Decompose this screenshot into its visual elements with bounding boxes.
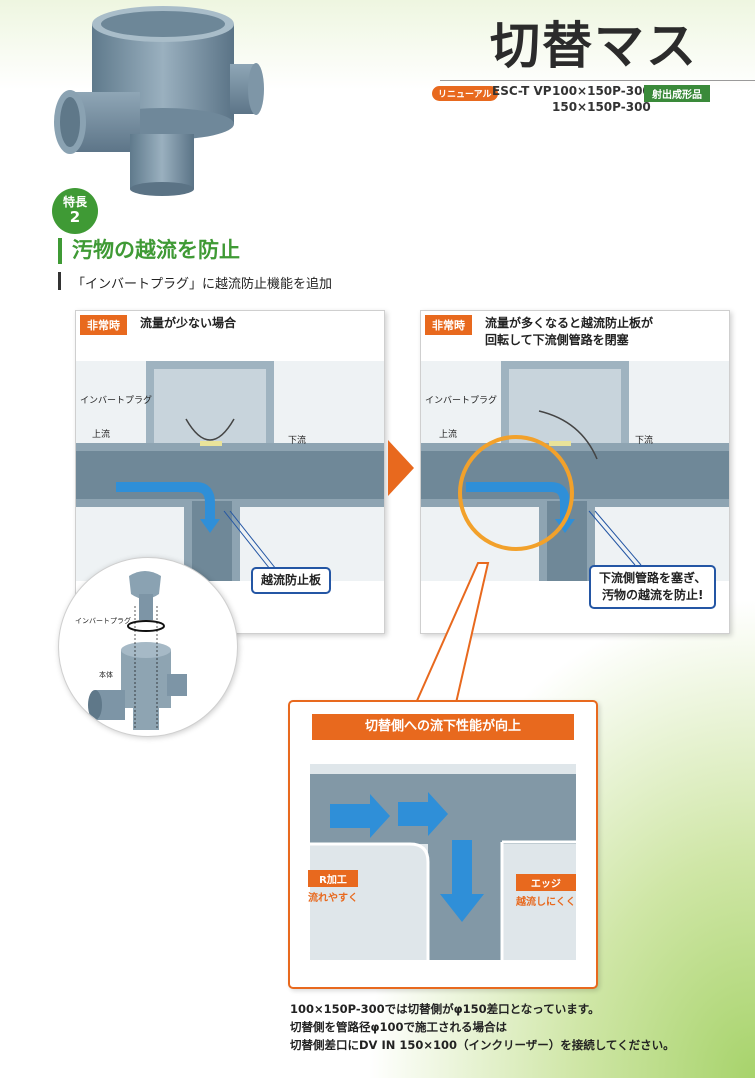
renewal-badge: リニューアル: [432, 86, 498, 101]
right-callout-line2: 汚物の越流を防止!: [601, 588, 704, 602]
right-label-downstream: 下流: [635, 436, 654, 446]
right-label-plug: インバートプラグ: [425, 396, 498, 406]
product-photo: [54, 6, 264, 196]
edge-badge: エッジ: [516, 874, 576, 891]
panel-right-caption-line1: 流量が多くなると越流防止板が: [485, 316, 654, 330]
model-size-1: 100×150P-300: [552, 84, 651, 98]
inset-label-plug: インバートプラグ: [75, 617, 131, 625]
exploded-view-inset: インバートプラグ 本体: [58, 557, 238, 737]
left-label-upstream: 上流: [92, 430, 111, 440]
note-line-2: 切替側を管路径φ100で施工される場合は: [290, 1020, 507, 1034]
panel-left-caption: 流量が少ない場合: [140, 316, 237, 330]
feature-badge: 特長 2: [52, 188, 98, 234]
detail-pipe-drawing: [310, 764, 576, 960]
edge-label: エッジ 越流しにくく: [516, 874, 576, 908]
detail-panel: 切替側への流下性能が向上 R加工 流れやすく エッジ 越流しにくく: [288, 700, 598, 989]
note-line-1: 100×150P-300では切替側がφ150差口となっています。: [290, 1002, 600, 1016]
installation-note: 100×150P-300では切替側がφ150差口となっています。 切替側を管路径…: [290, 1000, 675, 1054]
r-processing-desc: 流れやすく: [308, 893, 358, 904]
panel-left-tag: 非常時: [80, 315, 127, 335]
r-processing-label: R加工 流れやすく: [308, 870, 358, 904]
left-callout: 越流防止板: [251, 567, 332, 594]
detail-banner: 切替側への流下性能が向上: [312, 714, 574, 740]
feature-subheading: 「インバートプラグ」に越流防止機能を追加: [72, 277, 333, 292]
model-size-2: 150×150P-300: [552, 100, 651, 114]
exploded-view-drawing: [88, 571, 187, 730]
detail-connector: [414, 562, 490, 704]
subheading-bar: [58, 272, 61, 290]
title-divider: [440, 80, 755, 81]
right-callout: 下流側管路を塞ぎ、 汚物の越流を防止!: [589, 565, 717, 609]
panel-low-flow: 非常時 流量が少ない場合 インバートプラグ 上流 下流 越流防止板: [75, 310, 385, 634]
panel-right-tag: 非常時: [425, 315, 472, 335]
left-label-downstream: 下流: [288, 436, 307, 446]
pipe-cutaway-right: [421, 361, 729, 581]
feature-badge-number: 2: [69, 208, 81, 226]
panel-right-caption-line2: 回転して下流側管路を閉塞: [485, 333, 629, 347]
molded-badge: 射出成形品: [644, 85, 710, 102]
note-line-3: 切替側差口にDV IN 150×100（インクリーザー）を接続してください。: [290, 1038, 675, 1052]
left-label-plug: インバートプラグ: [80, 396, 153, 406]
inset-label-body: 本体: [99, 671, 113, 679]
heading-bar: [58, 238, 62, 264]
next-arrow-icon: [388, 440, 414, 496]
feature-heading: 汚物の越流を防止: [72, 238, 240, 262]
panel-high-flow: 非常時 流量が多くなると越流防止板が 回転して下流側管路を閉塞 インバートプラグ…: [420, 310, 730, 634]
pipe-cutaway-left: [76, 361, 384, 581]
edge-desc: 越流しにくく: [516, 897, 576, 908]
panel-right-caption: 流量が多くなると越流防止板が 回転して下流側管路を閉塞: [485, 315, 653, 349]
right-label-upstream: 上流: [439, 430, 458, 440]
feature-badge-label: 特長: [62, 195, 87, 209]
page-title: 切替マス: [490, 17, 698, 75]
right-callout-line1: 下流側管路を塞ぎ、: [599, 571, 707, 585]
model-code: ESC-T VP: [492, 84, 552, 98]
r-processing-badge: R加工: [308, 870, 358, 887]
